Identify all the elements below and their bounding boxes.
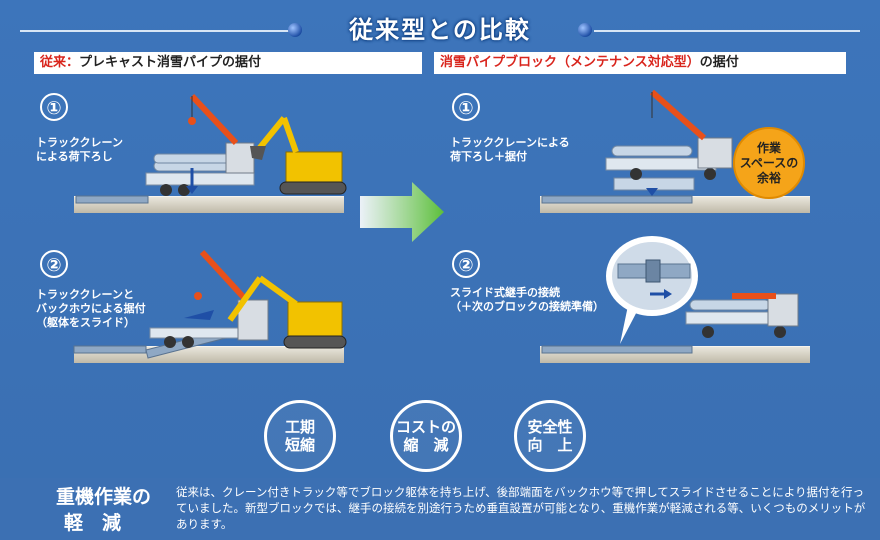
transition-arrow-icon bbox=[360, 182, 444, 242]
right-step-1-text: トラッククレーンによる 荷下ろし＋据付 bbox=[450, 136, 570, 163]
title-bar: 従来型との比較 bbox=[0, 6, 880, 46]
right-header-suffix: の据付 bbox=[699, 55, 739, 70]
right-step-1-illustration bbox=[541, 89, 733, 204]
left-step-2-number: ② bbox=[40, 250, 68, 278]
benefit-schedule-line1: 工期 bbox=[284, 418, 315, 436]
work-space-badge: 作業 スペースの 余裕 bbox=[733, 127, 805, 199]
left-header: 従来：プレキャスト消雪パイプの据付 bbox=[34, 52, 422, 74]
title-rule-left bbox=[20, 30, 290, 32]
left-step-1-illustration bbox=[75, 93, 347, 204]
benefit-safety-line1: 安全性 bbox=[527, 418, 573, 436]
bottom-title-line2: 軽 減 bbox=[64, 512, 122, 534]
left-header-prefix: 従来： bbox=[40, 55, 80, 70]
left-step-1-text: トラッククレーン による荷下ろし bbox=[36, 136, 124, 163]
left-header-text: プレキャスト消雪パイプの据付 bbox=[79, 55, 262, 70]
right-header: 消雪パイプブロック（メンテナンス対応型）の据付 bbox=[434, 52, 846, 74]
left-step-2-illustration bbox=[73, 249, 347, 359]
right-step-2-illustration bbox=[541, 236, 799, 354]
right-step-2-number: ② bbox=[452, 250, 480, 278]
title-rule-right bbox=[594, 30, 860, 32]
benefit-schedule-line2: 短縮 bbox=[284, 436, 315, 454]
benefit-cost: コストの 縮 減 bbox=[390, 400, 462, 472]
right-step-1-number: ① bbox=[452, 93, 480, 121]
bottom-title: 重機作業の 軽 減 bbox=[56, 484, 166, 536]
left-step-2-text: トラッククレーンと バックホウによる据付 （躯体をスライド） bbox=[36, 288, 146, 329]
title-dot-left-icon bbox=[288, 23, 302, 37]
benefit-cost-line2: 縮 減 bbox=[403, 436, 449, 454]
benefit-safety-line2: 向 上 bbox=[527, 436, 573, 454]
bottom-description: 従来は、クレーン付きトラック等でブロック躯体を持ち上げ、後部端面をバックホウ等で… bbox=[176, 485, 866, 531]
right-header-highlight: 消雪パイプブロック（メンテナンス対応型） bbox=[440, 55, 700, 70]
left-step-1-number: ① bbox=[40, 93, 68, 121]
benefit-cost-line1: コストの bbox=[395, 418, 456, 436]
title-dot-right-icon bbox=[578, 23, 592, 37]
bottom-title-line1: 重機作業の bbox=[56, 486, 152, 508]
badge-line-1: 作業 bbox=[756, 140, 781, 155]
page-title: 従来型との比較 bbox=[349, 16, 531, 44]
right-step-2-text: スライド式継手の接続 （＋次のブロックの接続準備） bbox=[450, 286, 604, 313]
badge-line-3: 余裕 bbox=[756, 170, 781, 185]
bottom-bar bbox=[0, 478, 880, 540]
benefit-schedule: 工期 短縮 bbox=[264, 400, 336, 472]
badge-line-2: スペースの bbox=[739, 155, 799, 170]
benefit-safety: 安全性 向 上 bbox=[514, 400, 586, 472]
